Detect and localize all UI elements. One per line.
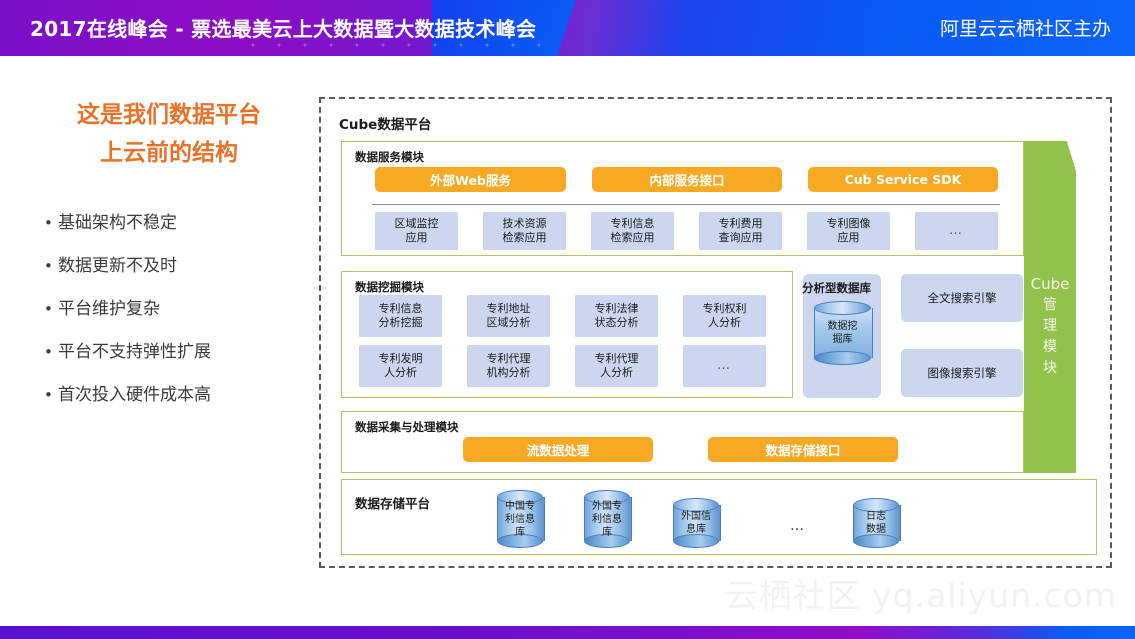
slide-title: 这是我们数据平台 上云前的结构	[44, 96, 294, 172]
bullet-marker-icon: •	[44, 257, 53, 275]
cylinder-bottom	[584, 534, 630, 548]
app-box-regional-monitoring[interactable]: 区域监控应用	[375, 212, 458, 250]
panel-title-data-collection: 数据采集与处理模块	[355, 420, 459, 434]
list-item: • 基础架构不稳定	[44, 212, 314, 234]
cylinder-foreign-patent-db[interactable]: 外国专利信息库	[584, 490, 632, 548]
panel-data-service-module: 数据服务模块 外部Web服务 内部服务接口 Cub Service SDK 区域…	[341, 141, 1024, 256]
bullet-list: • 基础架构不稳定 • 数据更新不及时 • 平台维护复杂 • 平台不支持弹性扩展…	[44, 212, 314, 427]
cylinder-body	[814, 308, 873, 358]
cylinder-top	[584, 490, 630, 504]
cylinder-label: 日志数据	[866, 511, 886, 535]
bullet-marker-icon: •	[44, 386, 53, 404]
app-box-patent-inventor[interactable]: 专利发明人分析	[359, 345, 442, 387]
header-sponsor: 阿里云云栖社区主办	[939, 18, 1111, 40]
box-fulltext-search-engine[interactable]: 全文搜索引擎	[901, 274, 1023, 322]
list-item-label: 平台不支持弹性扩展	[58, 342, 211, 362]
ribbon-label-li: 理	[1043, 318, 1057, 334]
ribbon-label-mo: 模	[1043, 339, 1057, 355]
cylinder-log-data[interactable]: 日志数据	[853, 498, 901, 548]
panel-data-mining-module: 数据挖掘模块 专利信息分析挖掘 专利地址区域分析 专利法律状态分析 专利权利人分…	[341, 271, 793, 398]
app-box-patent-image[interactable]: 专利图像应用	[807, 212, 890, 250]
app-box-more[interactable]: …	[915, 212, 998, 250]
app-box-patent-agent[interactable]: 专利代理人分析	[575, 345, 658, 387]
list-item: • 数据更新不及时	[44, 255, 314, 277]
pill-cub-service-sdk[interactable]: Cub Service SDK	[808, 167, 998, 192]
divider	[372, 204, 1000, 205]
cylinder-label: 中国专利信息库	[505, 500, 535, 538]
app-box-patent-legal-status[interactable]: 专利法律状态分析	[575, 295, 658, 337]
cylinder-top	[673, 498, 719, 512]
list-item: • 平台不支持弹性扩展	[44, 341, 314, 363]
app-box-patent-fee-query[interactable]: 专利费用查询应用	[699, 212, 782, 250]
header-blue-diagonal	[432, 0, 672, 56]
app-box-tech-resource-search[interactable]: 技术资源检索应用	[483, 212, 566, 250]
bullet-marker-icon: •	[44, 214, 53, 232]
list-item-label: 首次投入硬件成本高	[58, 385, 211, 405]
panel-title-data-mining: 数据挖掘模块	[355, 280, 424, 294]
panel-data-collection-module: 数据采集与处理模块 流数据处理 数据存储接口	[341, 411, 1024, 473]
analytic-database-title: 分析型数据库	[802, 281, 871, 295]
cylinder-label: 数据挖掘库	[827, 321, 858, 345]
slide-title-line2: 上云前的结构	[100, 140, 238, 166]
app-box-patent-agency[interactable]: 专利代理机构分析	[467, 345, 550, 387]
storage-ellipsis: …	[790, 518, 804, 534]
slide-title-line1: 这是我们数据平台	[77, 102, 261, 128]
bullet-marker-icon: •	[44, 300, 53, 318]
page-header: 2017在线峰会 - 票选最美云上大数据暨大数据技术峰会 阿里云云栖社区主办	[0, 0, 1135, 56]
list-item-label: 基础架构不稳定	[58, 213, 177, 233]
pill-internal-service-interface[interactable]: 内部服务接口	[592, 167, 782, 192]
cylinder-china-patent-db[interactable]: 中国专利信息库	[497, 490, 545, 548]
watermark: 云栖社区 yq.aliyun.com	[724, 576, 1117, 615]
list-item-label: 平台维护复杂	[58, 299, 160, 319]
app-box-patent-info-analysis[interactable]: 专利信息分析挖掘	[359, 295, 442, 337]
cylinder-label: 外国专利信息库	[592, 500, 622, 538]
list-item-label: 数据更新不及时	[58, 256, 177, 276]
panel-title-data-service: 数据服务模块	[355, 150, 424, 164]
ribbon-label-guan: 管	[1043, 297, 1057, 313]
panel-data-storage-platform: 数据存储平台 中国专利信息库 外国专利信息库 外国信息库 … 日志数据	[341, 479, 1097, 555]
panel-title-storage-platform: 数据存储平台	[355, 496, 431, 511]
cylinder-bottom	[673, 534, 719, 548]
cylinder-top	[497, 490, 543, 504]
ribbon-label-cube: Cube	[1030, 275, 1070, 293]
cylinder-bottom	[814, 351, 871, 365]
pill-data-storage-interface[interactable]: 数据存储接口	[708, 437, 898, 462]
header-title: 2017在线峰会 - 票选最美云上大数据暨大数据技术峰会	[30, 17, 537, 41]
header-dot-pattern	[240, 40, 540, 50]
architecture-diagram: Cube数据平台 数据服务模块 外部Web服务 内部服务接口 Cub Servi…	[319, 97, 1112, 568]
list-item: • 首次投入硬件成本高	[44, 384, 314, 406]
app-box-mining-more[interactable]: …	[683, 345, 766, 387]
ribbon-label-kuai: 块	[1043, 360, 1057, 376]
list-item: • 平台维护复杂	[44, 298, 314, 320]
app-box-patent-info-search[interactable]: 专利信息检索应用	[591, 212, 674, 250]
bullet-marker-icon: •	[44, 343, 53, 361]
cylinder-label: 外国信息库	[681, 511, 711, 535]
pill-stream-data-processing[interactable]: 流数据处理	[463, 437, 653, 462]
page-footer-bar	[0, 626, 1135, 639]
cylinder-top	[853, 498, 899, 512]
box-image-search-engine[interactable]: 图像搜索引擎	[901, 349, 1023, 397]
diagram-title: Cube数据平台	[339, 117, 432, 133]
ribbon-cube-management-module[interactable]: Cube 管 理 模 块	[1024, 141, 1076, 473]
pill-external-web-service[interactable]: 外部Web服务	[375, 167, 566, 192]
app-box-patent-address-region[interactable]: 专利地址区域分析	[467, 295, 550, 337]
cylinder-top	[814, 301, 871, 315]
app-box-patent-rights-holder[interactable]: 专利权利人分析	[683, 295, 766, 337]
cylinder-bottom	[853, 534, 899, 548]
cylinder-foreign-info-db[interactable]: 外国信息库	[673, 498, 721, 548]
cylinder-bottom	[497, 534, 543, 548]
cylinder-mining-database[interactable]: 数据挖掘库	[814, 301, 873, 365]
